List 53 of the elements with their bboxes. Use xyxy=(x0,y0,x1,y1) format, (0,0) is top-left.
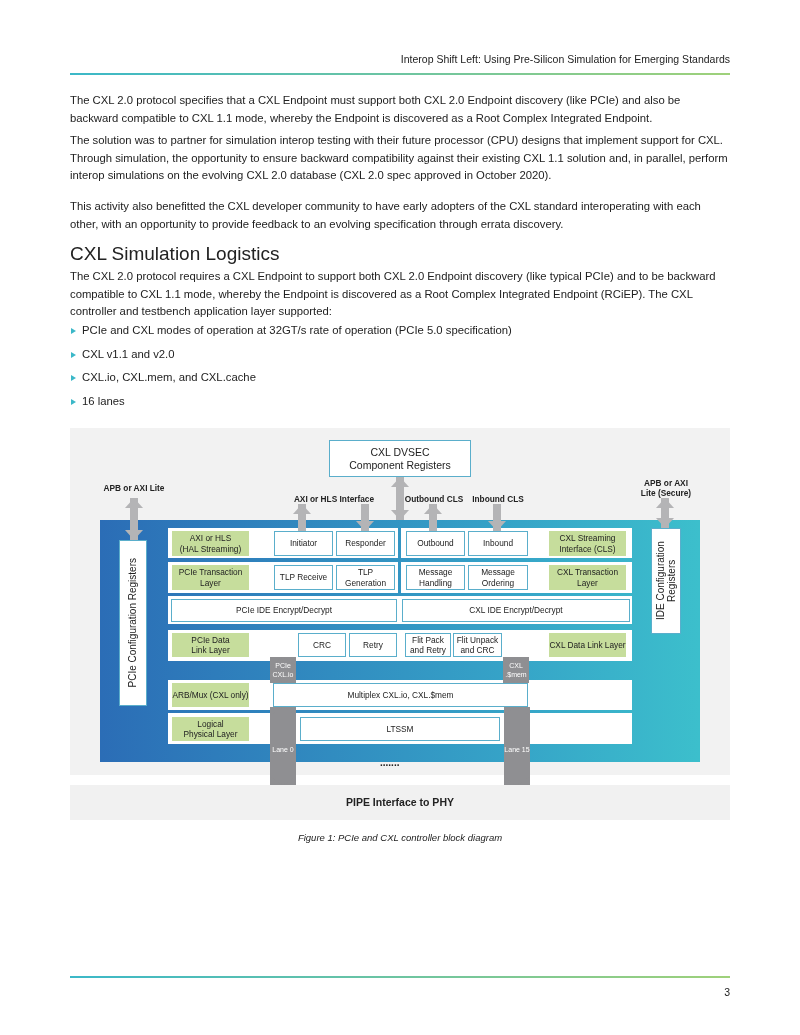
body-paragraph: The CXL 2.0 protocol specifies that a CXL Endpoint must support both CXL 2.0 Endpoint discovery (like PCIe) and also be backward compatible to CXL 1.1 mode, whereby the Endpoint is discovered as a Root Complex Integrated Endpoint. xyxy=(70,93,682,126)
function-box: Message Handling xyxy=(406,565,465,590)
function-box: PCIe IDE Encrypt/Decrypt xyxy=(171,599,397,622)
function-box: Multiplex CXL.io, CXL.$mem xyxy=(273,683,528,707)
register-box: CXL DVSEC Component Registers xyxy=(329,440,471,477)
controller-block xyxy=(100,520,700,762)
interface-label: Inbound CLS xyxy=(469,493,527,504)
layer-box: CXL Transaction Layer xyxy=(549,565,626,590)
layer-box: PCIe Transaction Layer xyxy=(172,565,249,590)
function-box: TLP Generation xyxy=(336,565,395,590)
layer-box: PCIe Data Link Layer xyxy=(172,633,249,657)
section-heading: CXL Simulation Logistics xyxy=(70,243,281,265)
bullet-item: PCIe and CXL modes of operation at 32GT/s rate of operation (PCIe 5.0 specification) xyxy=(82,323,513,338)
register-box: PCIe Configuration Registers xyxy=(119,540,147,706)
arrow xyxy=(391,477,409,520)
function-box: LTSSM xyxy=(300,717,500,741)
arrow xyxy=(504,707,530,785)
layer-box: CXL Streaming Interface (CLS) xyxy=(549,531,626,556)
function-box: Retry xyxy=(349,633,397,657)
function-box: Inbound xyxy=(468,531,528,556)
layer-box: AXI or HLS (HAL Streaming) xyxy=(172,531,249,556)
function-box: Flit Pack and Retry xyxy=(405,633,451,657)
interface-label: Outbound CLS xyxy=(404,493,464,504)
bullet-item: CXL.io, CXL.mem, and CXL.cache xyxy=(82,370,257,385)
function-box: Initiator xyxy=(274,531,333,556)
bullet-item: 16 lanes xyxy=(82,394,126,409)
bullet-item: CXL v1.1 and v2.0 xyxy=(82,347,176,362)
page-number: 3 xyxy=(724,985,730,1000)
arrow xyxy=(125,498,143,540)
function-box: CXL IDE Encrypt/Decrypt xyxy=(402,599,630,622)
interface-label: APB or AXI Lite xyxy=(100,478,168,498)
body-paragraph: The solution was to partner for simulation interop testing with their future processor (CPU) designs that implement support for CXL. Through simulation, the opportunity to ensure backward compatibility against their existing CXL 1.1 solution and, in parallel, perform interop simulations on the evolving CXL 2.0 database (CXL 2.0 spec approved in October 2020). xyxy=(70,133,729,184)
arrow xyxy=(270,707,296,785)
interface-band: PIPE Interface to PHY xyxy=(70,785,730,820)
layer-box: ARB/Mux (CXL only) xyxy=(172,683,249,707)
function-box: Message Ordering xyxy=(468,565,528,590)
interface-label: APB or AXI Lite (Secure) xyxy=(622,478,710,498)
arrow xyxy=(293,504,311,531)
arrow xyxy=(424,504,442,531)
body-paragraph: This activity also benefitted the CXL developer community to have early adopters of the CXL standard interoperating with each other, with an opportunity to provide feedback to an evolving specification through errata discovery. xyxy=(70,199,702,232)
dots-label: ....... xyxy=(380,756,400,770)
layer-box: Logical Physical Layer xyxy=(172,717,249,741)
function-box: Outbound xyxy=(406,531,465,556)
layer-box: CXL Data Link Layer xyxy=(549,633,626,657)
body-paragraph: The CXL 2.0 protocol requires a CXL Endpoint to support both CXL 2.0 Endpoint discovery (like typical PCIe) and to be backward compatible to CXL 1.1 mode, whereby the Endpoint is discovered as a Root Complex Integrated Endpoint (RCiEP). The CXL controller and testbench application layer supported: xyxy=(70,269,717,320)
interface-label: AXI or HLS Interface xyxy=(278,493,390,504)
function-box: Responder xyxy=(336,531,395,556)
function-box: CRC xyxy=(298,633,346,657)
function-box: TLP Receive xyxy=(274,565,333,590)
function-box: Flit Unpack and CRC xyxy=(453,633,502,657)
running-header: Interop Shift Left: Using Pre-Silicon Simulation for Emerging Standards xyxy=(400,52,730,67)
figure-caption: Figure 1: PCIe and CXL controller block diagram xyxy=(296,832,504,843)
register-box: IDE Configuration Registers xyxy=(651,528,681,634)
